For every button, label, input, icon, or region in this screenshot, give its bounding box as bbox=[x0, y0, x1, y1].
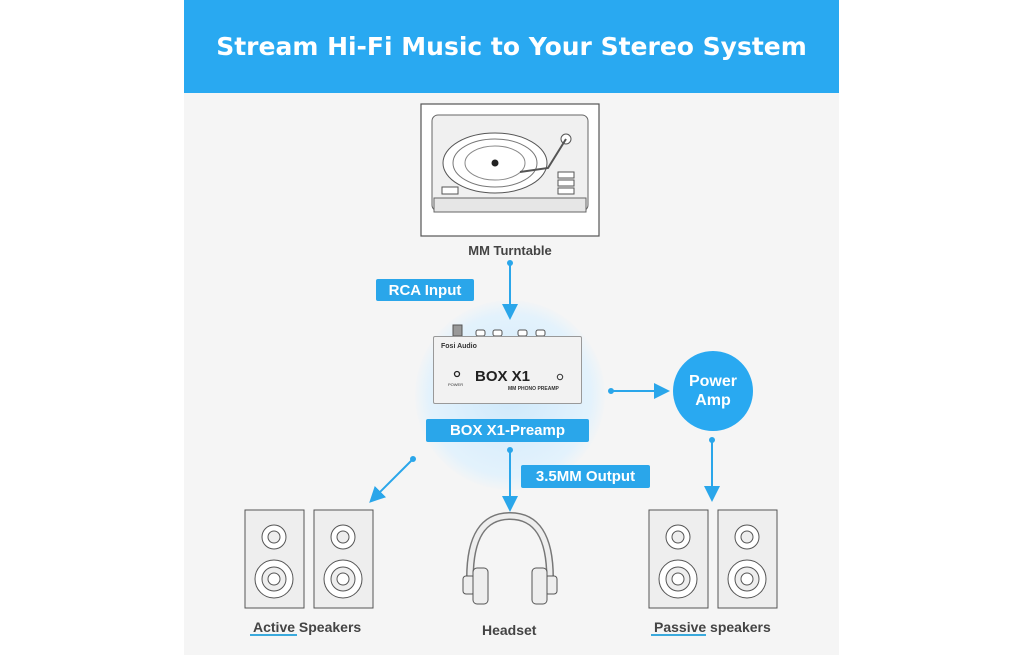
active-speakers-icon bbox=[244, 509, 374, 609]
preamp-device: Fosi Audio POWER BOX X1 MM PHONO PREAMP bbox=[433, 336, 582, 404]
active-underline bbox=[250, 634, 297, 636]
power-label: POWER bbox=[448, 382, 464, 387]
passive-underline bbox=[651, 634, 706, 636]
headset-label: Headset bbox=[482, 622, 537, 638]
active-speakers-label: Active Speakers bbox=[253, 619, 362, 635]
banner-title: Stream Hi-Fi Music to Your Stereo System bbox=[184, 0, 839, 93]
power-amp-line2: Amp bbox=[695, 392, 731, 409]
headset-icon bbox=[462, 511, 558, 605]
passive-speakers-label: Passive speakers bbox=[654, 619, 771, 635]
led-icon bbox=[556, 373, 564, 381]
power-amp-badge: Power Amp bbox=[673, 351, 753, 431]
turntable-label: MM Turntable bbox=[468, 243, 552, 258]
power-amp-line1: Power bbox=[688, 373, 737, 390]
turntable-icon bbox=[420, 103, 600, 237]
output-tag: 3.5MM Output bbox=[521, 465, 650, 488]
preamp-model: BOX X1 bbox=[475, 368, 531, 385]
preamp-connectors bbox=[452, 324, 546, 337]
rca-input-tag: RCA Input bbox=[376, 279, 474, 301]
preamp-brand: Fosi Audio bbox=[441, 343, 477, 350]
preamp-tag: BOX X1-Preamp bbox=[426, 419, 589, 442]
preamp-subtitle: MM PHONO PREAMP bbox=[508, 386, 559, 392]
passive-speakers-icon bbox=[648, 509, 778, 609]
power-button-icon bbox=[453, 370, 461, 378]
arrows bbox=[369, 260, 720, 512]
